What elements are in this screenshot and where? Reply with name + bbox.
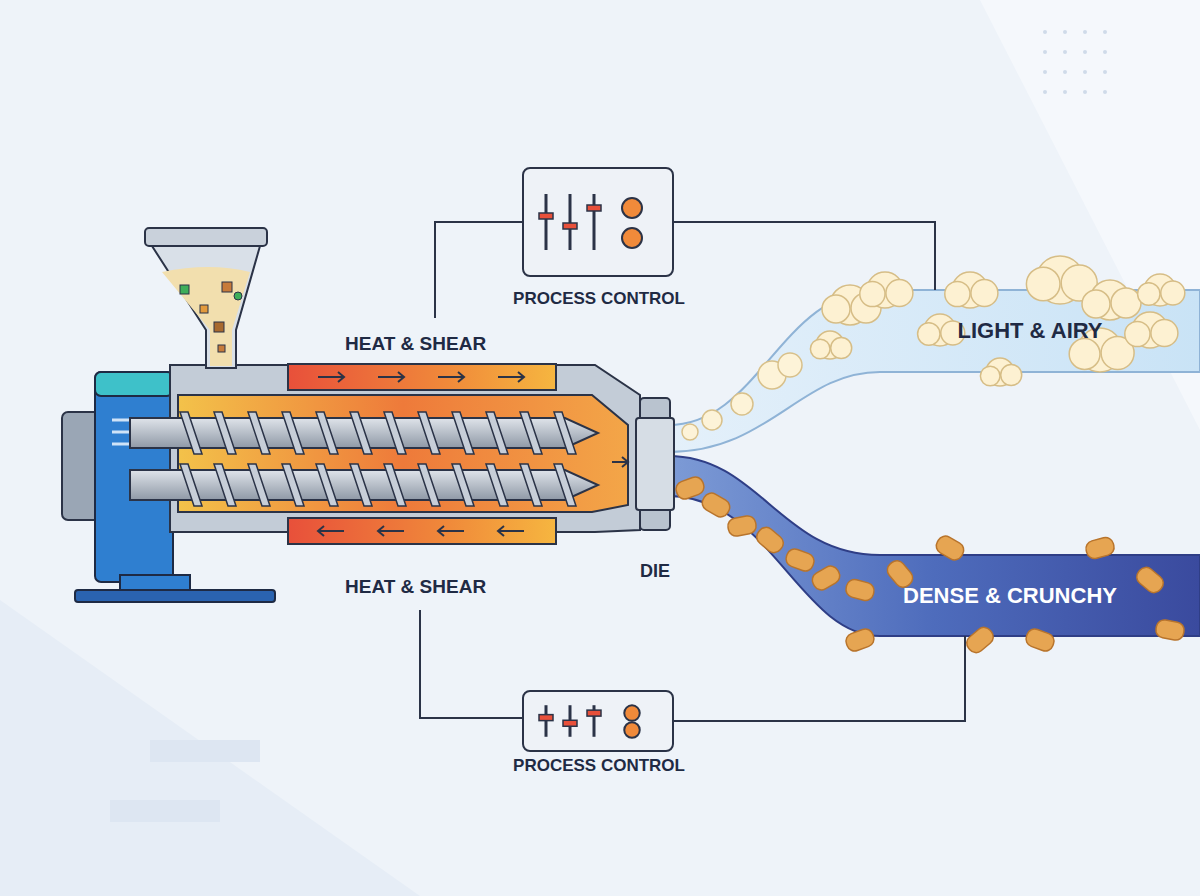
die-label: DIE xyxy=(640,561,670,582)
pellet xyxy=(933,533,966,563)
sliders-icon xyxy=(524,692,672,750)
screw-flight xyxy=(316,412,338,454)
screw-flight xyxy=(520,412,542,454)
pellet xyxy=(1155,619,1186,642)
screw-flight xyxy=(452,412,474,454)
puff xyxy=(1138,274,1185,306)
puff xyxy=(1125,312,1178,348)
sliders-icon xyxy=(524,169,672,275)
puff xyxy=(810,331,851,359)
screw-flight xyxy=(520,464,542,506)
screw-flight xyxy=(418,464,440,506)
puff xyxy=(1082,280,1141,320)
control-panel-box xyxy=(522,690,674,752)
screw-flight xyxy=(452,464,474,506)
pellet xyxy=(727,515,758,538)
pellet xyxy=(1084,536,1116,561)
pellet xyxy=(1024,627,1056,653)
control-line xyxy=(674,222,935,290)
panel-label: PROCESS CONTROL xyxy=(513,289,685,309)
pellet xyxy=(753,524,786,556)
screw-flight xyxy=(418,412,440,454)
screw-flight xyxy=(214,412,236,454)
screw-flight xyxy=(214,464,236,506)
puff xyxy=(945,272,998,308)
screw-flight xyxy=(554,464,576,506)
puff xyxy=(860,272,913,308)
output-band: LIGHT & AIRY xyxy=(860,290,1200,372)
screw-flight xyxy=(248,464,270,506)
output-band: DENSE & CRUNCHY xyxy=(860,555,1200,636)
pellet xyxy=(809,563,842,593)
screw-flight xyxy=(486,412,508,454)
screw-flight xyxy=(350,412,372,454)
pellet xyxy=(844,627,876,653)
pellet xyxy=(1133,564,1166,596)
control-panel-box xyxy=(522,167,674,277)
pellet xyxy=(844,578,876,603)
band-label: DENSE & CRUNCHY xyxy=(903,583,1117,609)
pellet xyxy=(699,490,732,520)
screw-flight xyxy=(282,464,304,506)
control-panel: PROCESS CONTROL xyxy=(505,165,693,313)
pellet xyxy=(784,547,816,573)
process-label: HEAT & SHEAR xyxy=(345,333,486,355)
screw-flight xyxy=(384,412,406,454)
screw-flight xyxy=(554,412,576,454)
process-label: HEAT & SHEAR xyxy=(345,576,486,598)
pellet xyxy=(674,475,706,501)
screw-flight xyxy=(180,464,202,506)
screw-flight xyxy=(316,464,338,506)
screw-flight xyxy=(350,464,372,506)
pellet xyxy=(963,624,996,656)
band-label: LIGHT & AIRY xyxy=(957,318,1102,344)
puff xyxy=(980,358,1021,386)
control-line xyxy=(674,636,965,721)
die-group: DIE xyxy=(620,398,690,584)
screw-flight xyxy=(248,412,270,454)
screw-flight xyxy=(282,412,304,454)
panel-label: PROCESS CONTROL xyxy=(513,756,685,776)
screw-flight xyxy=(486,464,508,506)
control-panel: PROCESS CONTROL xyxy=(505,688,693,780)
screw-flight xyxy=(384,464,406,506)
screw-flight xyxy=(180,412,202,454)
